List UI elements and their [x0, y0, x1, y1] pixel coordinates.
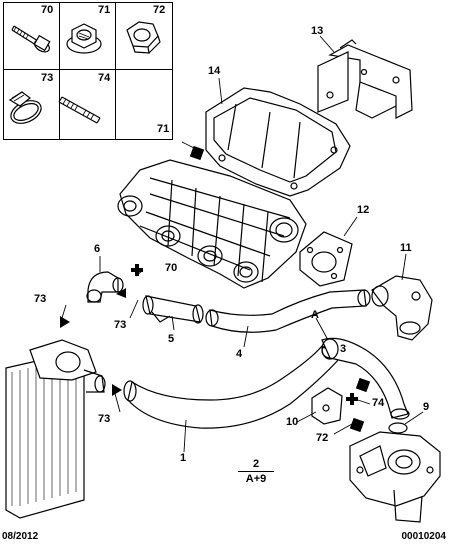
legend-cell-71: [60, 3, 116, 70]
nut-72-marker: [349, 417, 365, 433]
callout-73-left: 73: [34, 293, 47, 305]
callout-73-bottom: 73: [98, 413, 111, 425]
footer-reference: 00010204: [401, 531, 447, 542]
nut-71-marker: [189, 145, 205, 161]
callout-11: 11: [400, 242, 412, 254]
callout-A: A: [311, 309, 319, 321]
cross-markers: [131, 264, 358, 405]
callout-74: 74: [372, 397, 385, 409]
callout-10: 10: [286, 416, 299, 428]
mounting-bracket: [317, 39, 413, 119]
short-pipe: [142, 295, 204, 324]
legend-cell-74: [60, 70, 116, 139]
legend-num-70: 70: [41, 4, 54, 16]
legend-num-71: 71: [98, 4, 111, 16]
callout-4: 4: [236, 348, 243, 360]
outlet-elbow: [371, 275, 433, 341]
legend-num-74: 74: [98, 72, 111, 84]
hose-clamp-icon: [8, 91, 42, 124]
arrow-marker-73-left: [60, 316, 70, 328]
legend-cell-73: [4, 70, 60, 139]
legend-cell-70: [4, 3, 60, 70]
nut-74-marker: [355, 377, 371, 393]
footer-date: 08/2012: [2, 531, 39, 542]
gasket-plate: [299, 231, 353, 287]
callout-9: 9: [423, 401, 430, 413]
legend-num-73: 73: [41, 72, 54, 84]
bolt-with-washer-icon: [11, 25, 51, 53]
main-intake-hose: [123, 343, 341, 429]
long-hose: [205, 289, 371, 333]
small-bracket: [311, 387, 343, 425]
intercooler: [5, 339, 106, 519]
arrow-marker-73-mid: [116, 288, 126, 298]
reference-note-top: 2: [252, 458, 260, 470]
callout-70: 70: [165, 262, 178, 274]
callout-14: 14: [208, 65, 221, 77]
engine-cover: [205, 87, 351, 197]
legend-num-72: 72: [153, 4, 166, 16]
callout-12: 12: [357, 204, 370, 216]
callout-1: 1: [180, 452, 187, 464]
cross-marker-70: [131, 264, 143, 276]
arrow-marker-73-bottom: [112, 384, 122, 396]
callout-5: 5: [168, 333, 175, 345]
threaded-stud-icon: [58, 96, 101, 124]
callout-73-mid: 73: [114, 319, 127, 331]
callout-6: 6: [94, 243, 101, 255]
arrow-markers: [60, 288, 126, 396]
callout-13: 13: [311, 25, 324, 37]
reference-note-bottom: A+9: [245, 473, 267, 485]
turbocharger: [349, 431, 441, 523]
reference-note: 2 A+9: [238, 458, 274, 485]
connector-pipe: [321, 337, 410, 420]
o-ring: [388, 422, 408, 434]
callout-71: 71: [157, 123, 170, 135]
hex-nut-icon: [126, 21, 161, 54]
small-elbow-hose: [86, 271, 124, 303]
cross-marker-74: [346, 393, 358, 405]
intake-manifold: [117, 159, 307, 289]
callout-3: 3: [340, 343, 347, 355]
reference-note-divider: [238, 471, 274, 472]
leader-lines: [61, 35, 424, 453]
legend-cell-72: [116, 3, 172, 70]
callout-72: 72: [316, 432, 329, 444]
flange-nut-icon: [66, 23, 102, 54]
